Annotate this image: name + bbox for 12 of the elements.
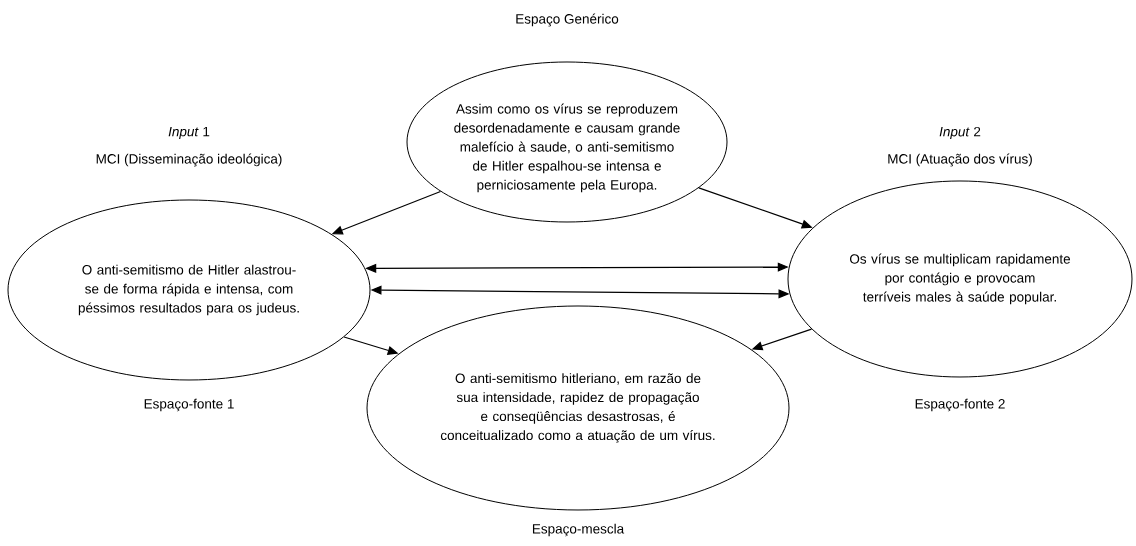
ellipse-node: Assim como os vírus se reproduzem desordenadamente e causam grande malefício à saude, o anti-semitismo de Hitler espalhou-se intensa e perniciosamente pela Europa. [406, 61, 728, 223]
heading-text: Input 1 [168, 126, 210, 140]
caption-text: Espaço-fonte 2 [915, 398, 1005, 412]
caption-text: Espaço-mescla [533, 523, 625, 537]
ellipse-node: O anti-semitismo hitleriano, em razão de sua intensidade, rapidez de propagação e conseqüências desastrosas, é conceitualizado como a atuação de um vírus. [366, 305, 790, 511]
caption-text: Espaço-fonte 1 [144, 398, 234, 412]
heading-text: Espaço Genérico [516, 13, 619, 27]
heading-text: MCI (Disseminação ideológica) [96, 153, 282, 167]
ellipse-node: Os vírus se multiplicam rapidamente por contágio e provocam terríveis males à saúde popular. [787, 180, 1133, 378]
heading-text: MCI (Atuação dos vírus) [888, 153, 1032, 167]
heading-text: Input 2 [939, 126, 981, 140]
ellipse-node: O anti-semitismo de Hitler alastrou-se de forma rápida e intensa, com péssimos resultados para os judeus. [7, 199, 371, 381]
